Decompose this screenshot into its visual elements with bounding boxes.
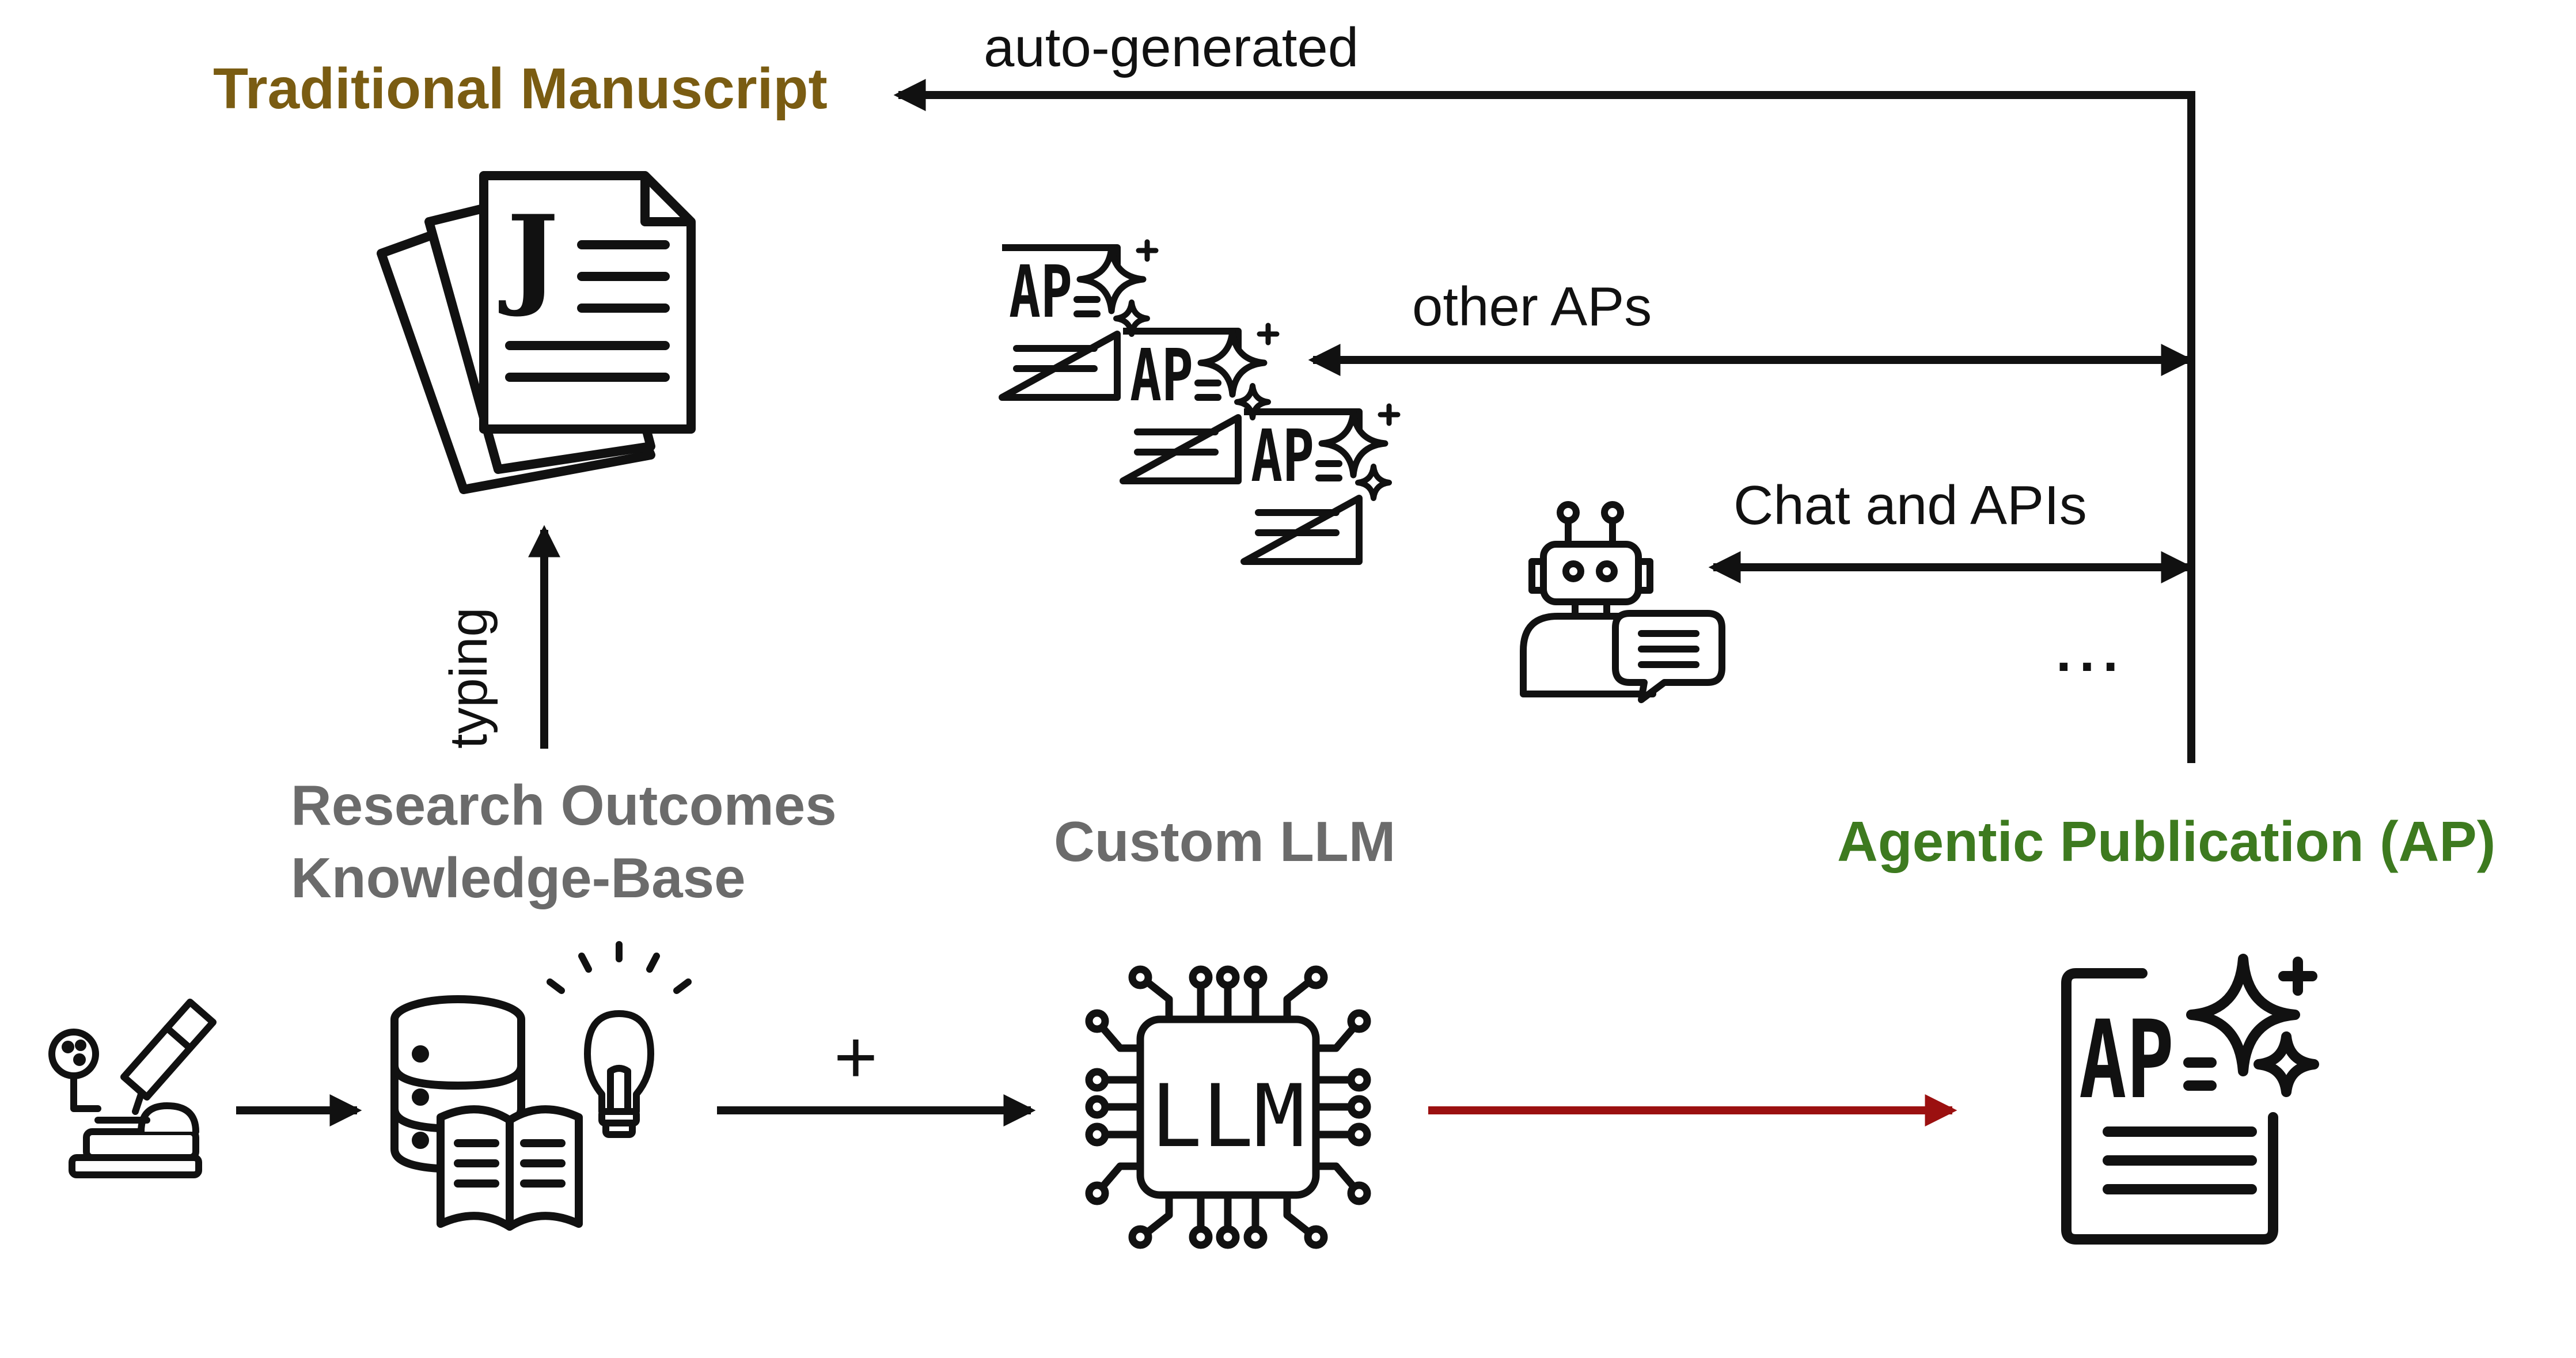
knowledge-base-label: Knowledge-Base: [291, 846, 746, 909]
connectors: [236, 79, 2195, 1126]
agentic-publication-label: Agentic Publication (AP): [1837, 810, 2495, 873]
other-aps-label: other APs: [1412, 276, 1652, 337]
open-book-icon: [437, 1105, 583, 1231]
ap-document-icon: AP: [2061, 954, 2319, 1245]
traditional-manuscript-title: Traditional Manuscript: [213, 56, 828, 121]
research-outcomes-label: Research Outcomes: [291, 773, 837, 837]
lightbulb-icon: [547, 941, 692, 1138]
custom-llm-label: Custom LLM: [1054, 810, 1395, 873]
svg-text:LLM: LLM: [1151, 1067, 1305, 1167]
svg-text:J: J: [499, 191, 559, 320]
other-aps-documents-icon: [1002, 242, 1398, 562]
typing-label: typing: [439, 608, 498, 749]
svg-text:AP: AP: [2079, 997, 2174, 1123]
ellipsis-label: ...: [2056, 621, 2126, 683]
auto-generated-label: auto-generated: [984, 17, 1359, 78]
chat-and-apis-label: Chat and APIs: [1733, 475, 2087, 536]
journal-documents-icon: J: [377, 171, 696, 494]
microscope-icon: [48, 999, 217, 1178]
auto-generated-arrow: [893, 79, 2195, 763]
llm-chip-icon: LLM: [1085, 965, 1371, 1249]
plus-label: +: [834, 1015, 878, 1099]
robot-chat-icon: [1520, 501, 1725, 703]
